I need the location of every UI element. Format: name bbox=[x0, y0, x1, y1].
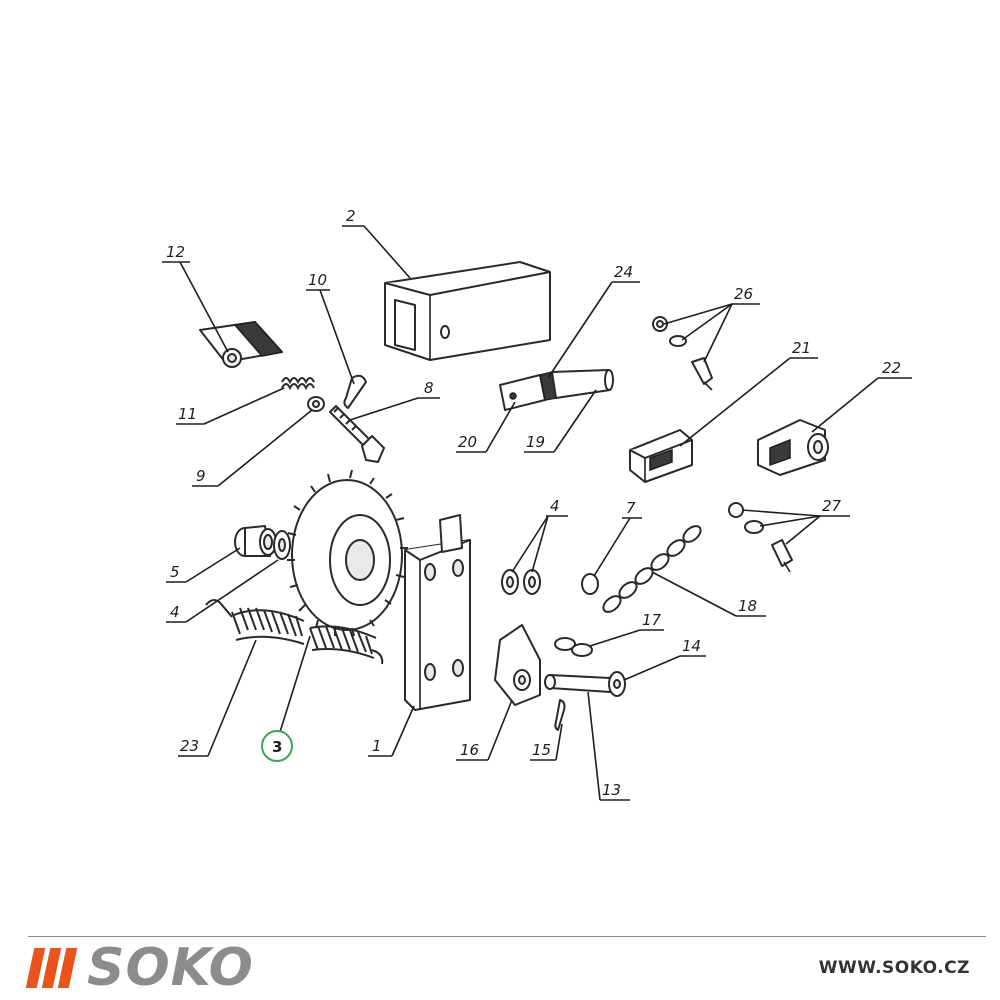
callout-21: 21 bbox=[792, 339, 811, 357]
callout-4-left: 4 bbox=[170, 603, 180, 621]
part-4-washer-left bbox=[273, 530, 291, 560]
callout-4-right: 4 bbox=[550, 497, 560, 515]
callout-3-highlight[interactable]: 3 bbox=[261, 730, 293, 762]
callout-26: 26 bbox=[734, 285, 753, 303]
callout-11: 11 bbox=[178, 405, 197, 423]
callout-18: 18 bbox=[738, 597, 757, 615]
footer-divider bbox=[28, 936, 986, 937]
brand-bar bbox=[57, 948, 78, 988]
callout-12: 12 bbox=[166, 243, 185, 261]
part-9-washer bbox=[307, 396, 325, 412]
callout-27: 27 bbox=[822, 497, 842, 515]
part-21-fork-bracket bbox=[629, 429, 693, 483]
part-14-washer bbox=[608, 671, 626, 697]
callout-14: 14 bbox=[682, 637, 701, 655]
callout-3-ring bbox=[261, 730, 293, 762]
part-3-spring bbox=[309, 625, 384, 665]
part-12-clip bbox=[199, 321, 284, 368]
callout-23: 23 bbox=[180, 737, 199, 755]
part-3-sprocket bbox=[287, 469, 408, 637]
callout-2: 2 bbox=[346, 207, 356, 225]
callout-20: 20 bbox=[458, 433, 477, 451]
part-19-20-24-axle bbox=[499, 369, 614, 411]
callout-9: 9 bbox=[196, 467, 206, 485]
callout-10: 10 bbox=[308, 271, 327, 289]
brand-name: SOKO bbox=[87, 938, 254, 998]
callout-5: 5 bbox=[170, 563, 180, 581]
part-26-fasteners bbox=[652, 316, 713, 391]
callout-7: 7 bbox=[626, 499, 636, 517]
callout-16: 16 bbox=[460, 741, 479, 759]
website-link[interactable]: WWW.SOKO.CZ bbox=[818, 958, 970, 978]
callout-15: 15 bbox=[532, 741, 551, 759]
leader-lines bbox=[162, 225, 912, 801]
part-11-small-spring bbox=[281, 377, 315, 391]
part-13-pin bbox=[544, 674, 611, 693]
part-15-cotter-pin bbox=[554, 699, 566, 731]
part-2-housing bbox=[384, 261, 551, 361]
part-23-spring bbox=[205, 599, 305, 645]
part-7-ring bbox=[581, 573, 599, 595]
part-8-bolt bbox=[329, 405, 385, 463]
callout-19: 19 bbox=[526, 433, 545, 451]
part-5-bushing bbox=[234, 525, 277, 557]
brand-bars-icon bbox=[25, 948, 78, 988]
part-17-link bbox=[554, 637, 593, 657]
callout-labels: 2 12 10 24 26 21 22 11 8 9 20 19 5 4 4 7… bbox=[166, 207, 901, 799]
part-27-fasteners bbox=[728, 502, 793, 573]
part-1-plate bbox=[404, 514, 471, 711]
callout-17: 17 bbox=[642, 611, 662, 629]
brand-logo[interactable]: SOKO bbox=[25, 938, 254, 998]
part-10-split-pin bbox=[343, 374, 367, 409]
callout-3: 3 bbox=[272, 738, 282, 756]
part-18-chain bbox=[602, 525, 702, 613]
callout-1: 1 bbox=[372, 737, 382, 755]
callout-13: 13 bbox=[602, 781, 621, 799]
callout-8: 8 bbox=[424, 379, 434, 397]
part-4-washers-right bbox=[501, 569, 541, 595]
callout-24: 24 bbox=[614, 263, 633, 281]
part-16-block bbox=[494, 624, 541, 706]
callout-22: 22 bbox=[882, 359, 901, 377]
part-22-clevis bbox=[757, 419, 829, 476]
